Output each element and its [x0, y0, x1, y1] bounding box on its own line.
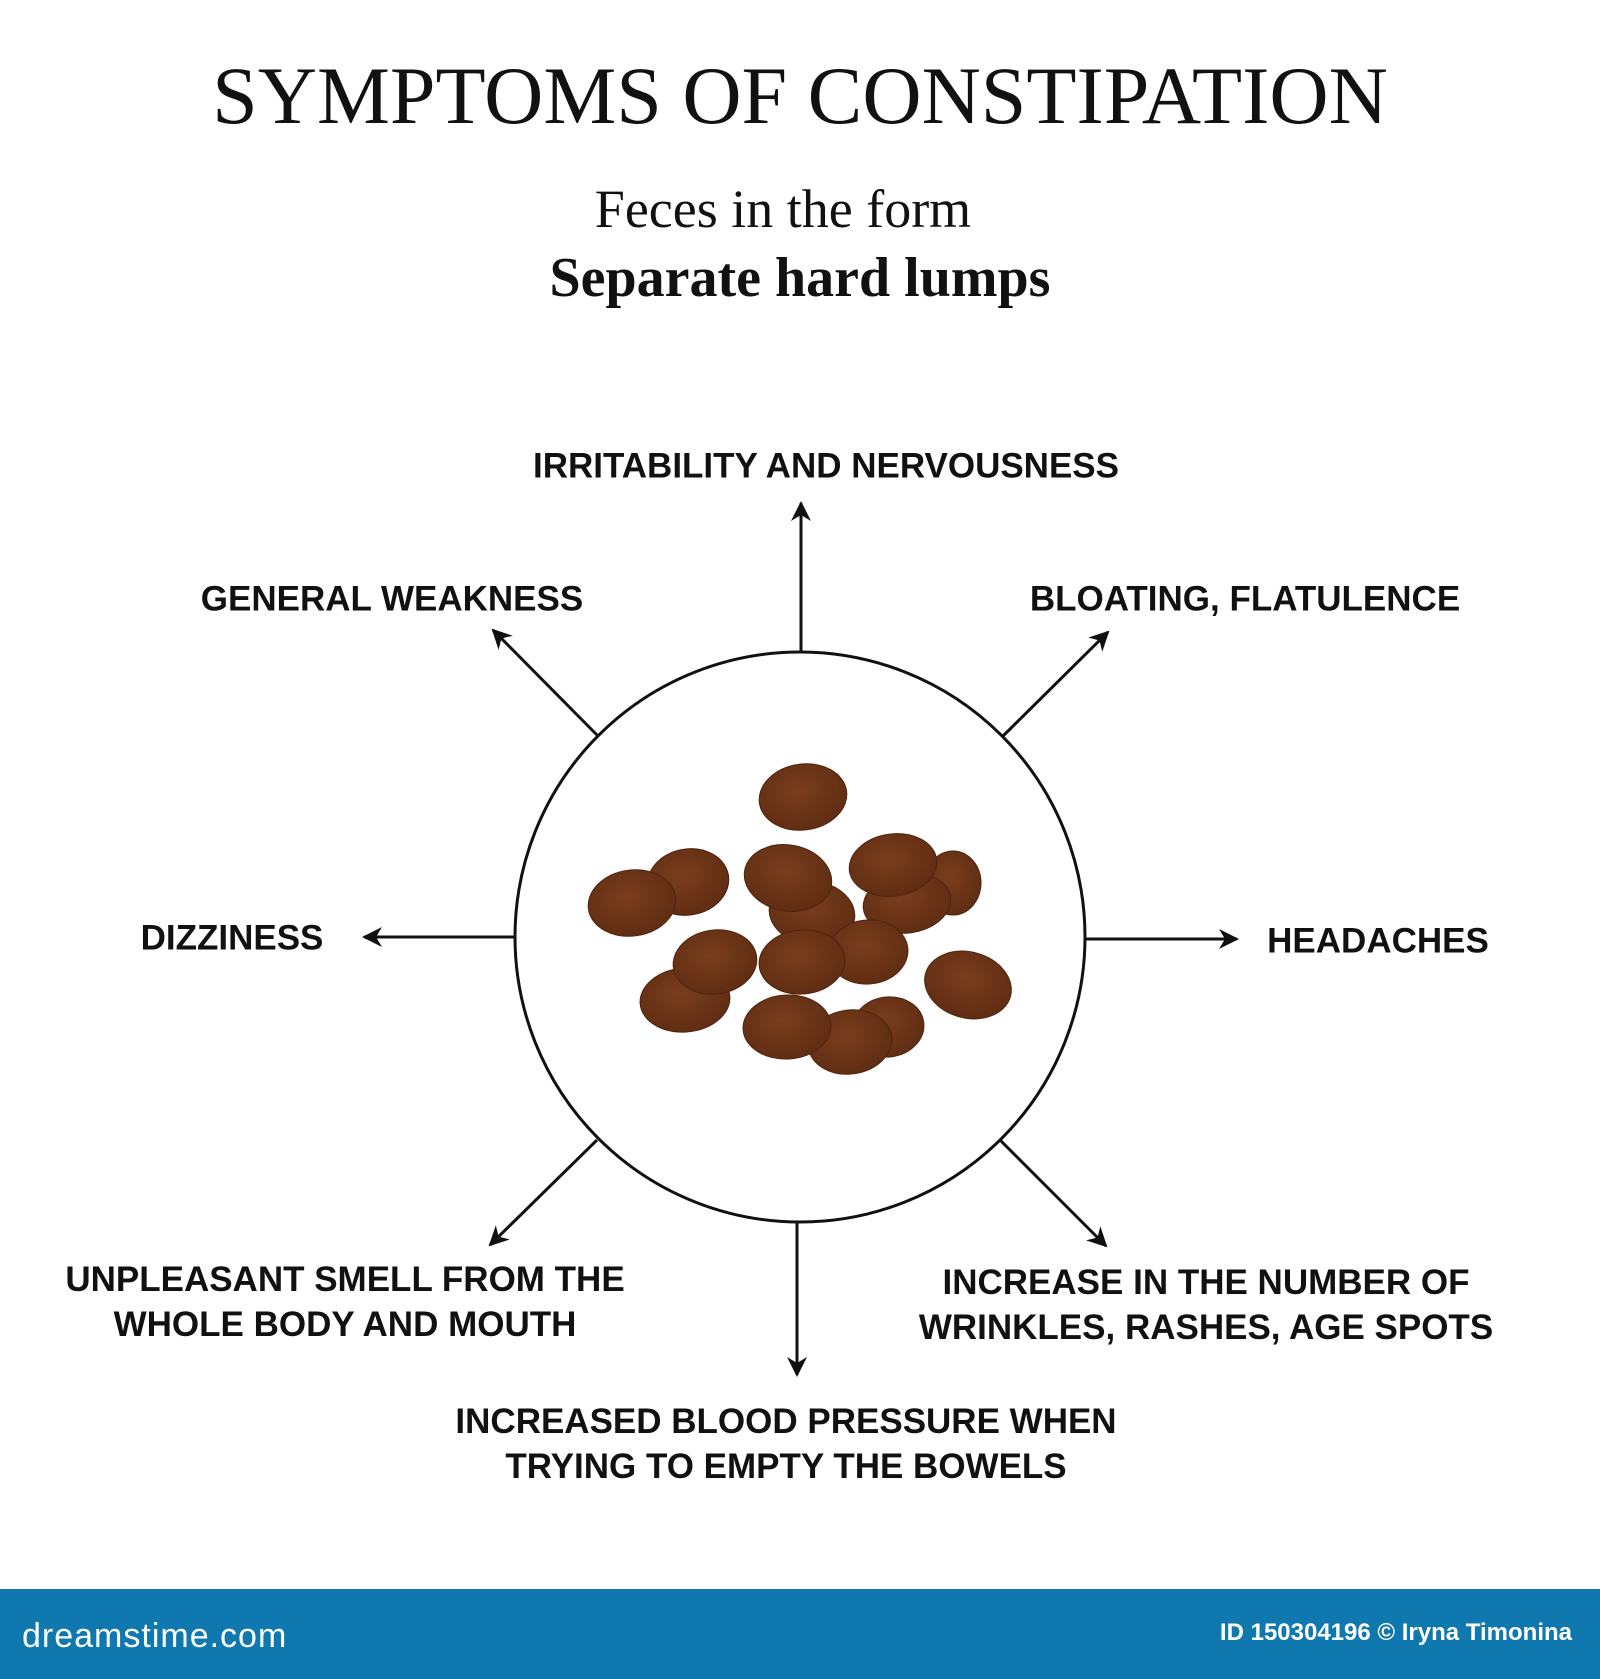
- symptom-wrinkles-line1: INCREASE IN THE NUMBER OF: [942, 1263, 1470, 1302]
- symptom-wrinkles: INCREASE IN THE NUMBER OF WRINKLES, RASH…: [919, 1260, 1493, 1350]
- symptom-blood-pressure: INCREASED BLOOD PRESSURE WHEN TRYING TO …: [455, 1399, 1116, 1489]
- symptom-bloating: BLOATING, FLATULENCE: [1029, 579, 1461, 619]
- symptom-irritability: IRRITABILITY AND NERVOUSNESS: [533, 446, 1119, 486]
- arrow-up-left: [491, 628, 599, 737]
- stool-lump: [743, 844, 833, 912]
- title: SYMPTOMS OF CONSTIPATION: [212, 50, 1388, 141]
- stool-lump: [848, 833, 938, 897]
- symptom-wrinkles-line2: WRINKLES, RASHES, AGE SPOTS: [918, 1308, 1494, 1347]
- subtitle-type: Separate hard lumps: [549, 247, 1051, 309]
- symptom-smell-line1: UNPLEASANT SMELL FROM THE: [65, 1260, 625, 1299]
- stool-lump: [924, 950, 1012, 1020]
- footer-bar: dreamstime.com ID 150304196 © Iryna Timo…: [0, 1589, 1600, 1679]
- stool-lump: [758, 763, 848, 831]
- symptom-dizziness: DIZZINESS: [140, 918, 324, 958]
- footer-logo[interactable]: dreamstime.com: [22, 1617, 288, 1655]
- symptom-smell-line2: WHOLE BODY AND MOUTH: [113, 1305, 577, 1344]
- symptom-smell: UNPLEASANT SMELL FROM THE WHOLE BODY AND…: [65, 1257, 624, 1347]
- symptom-blood-pressure-line1: INCREASED BLOOD PRESSURE WHEN: [455, 1402, 1117, 1441]
- stool-lump: [587, 869, 677, 937]
- stool-lump: [742, 994, 832, 1060]
- arrow-down-left: [488, 1138, 599, 1247]
- symptom-weakness: GENERAL WEAKNESS: [200, 579, 584, 619]
- symptom-blood-pressure-line2: TRYING TO EMPTY THE BOWELS: [505, 1447, 1067, 1486]
- symptom-headaches: HEADACHES: [1267, 921, 1489, 961]
- subtitle-form: Feces in the form: [594, 179, 972, 239]
- stool-lump: [758, 929, 846, 995]
- arrow-up-right: [1000, 630, 1110, 739]
- arrow-down-right: [998, 1138, 1108, 1248]
- footer-credit: ID 150304196 © Iryna Timonina: [1219, 1619, 1572, 1646]
- stool-lump: [672, 929, 758, 995]
